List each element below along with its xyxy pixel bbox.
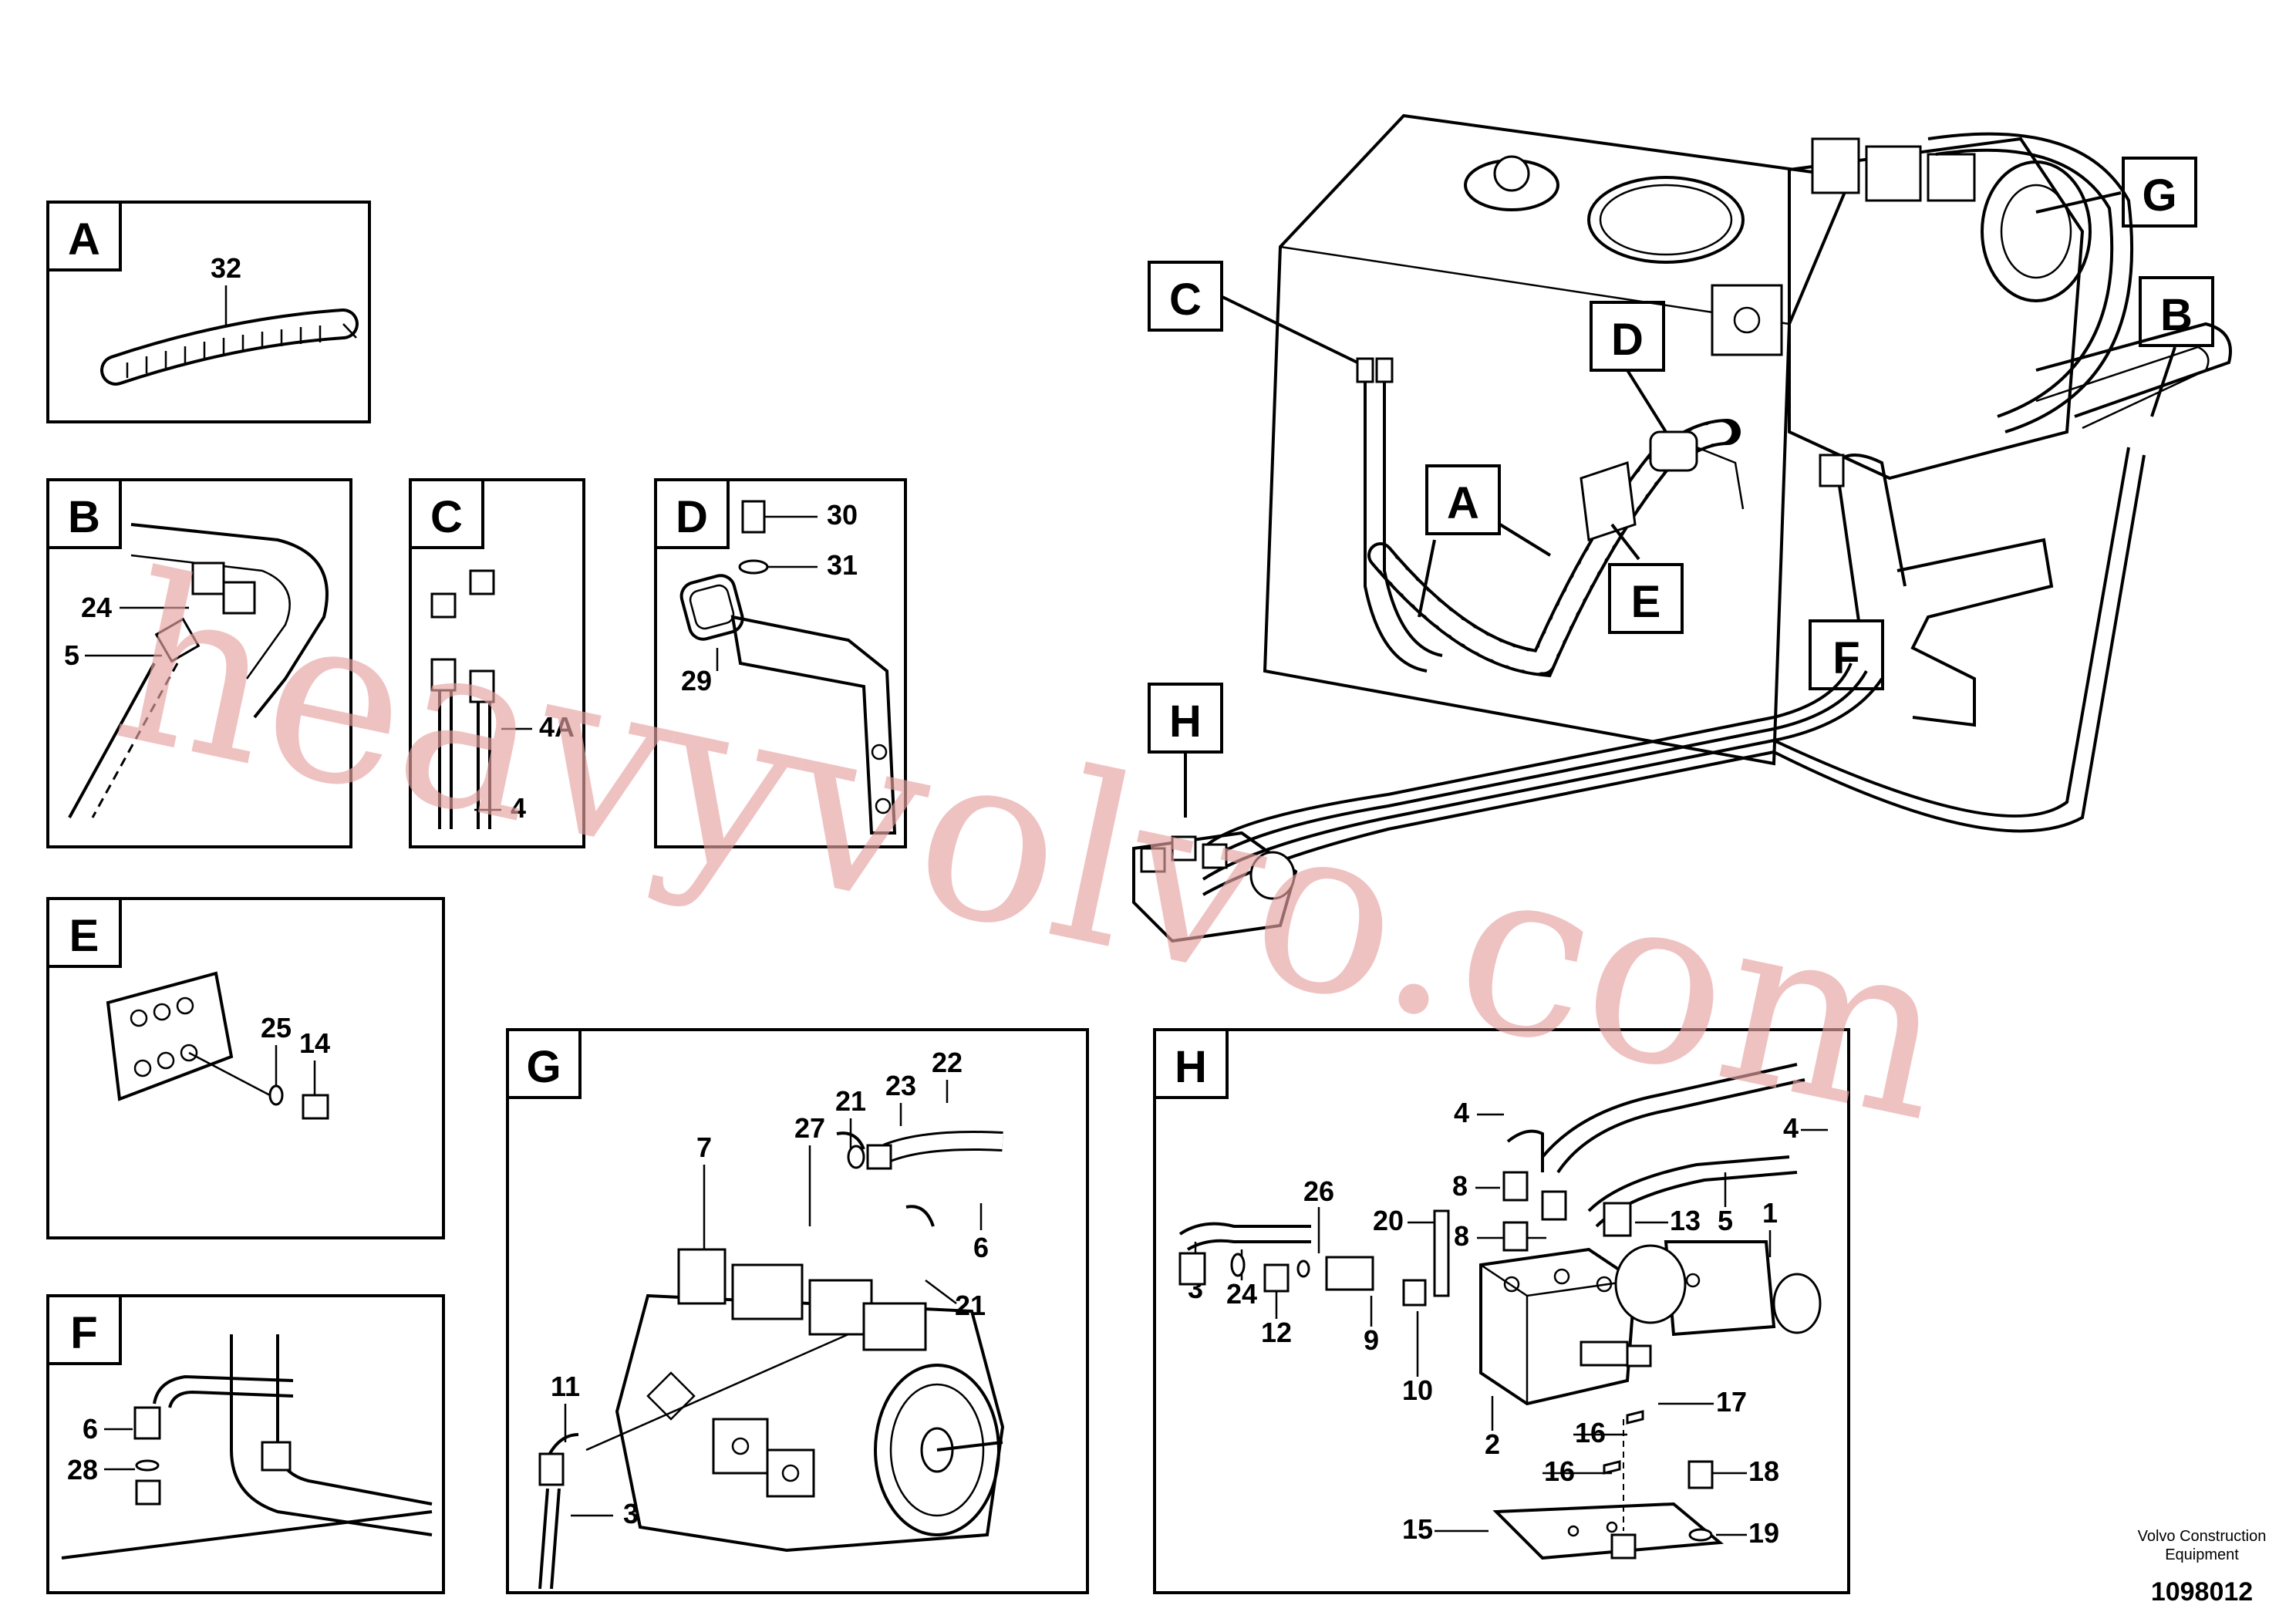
callout-c: C <box>1148 261 1358 364</box>
panel-d: D 30 31 29 <box>654 478 907 848</box>
part-label-5: 5 <box>64 639 79 671</box>
main-assembly <box>1132 113 2232 943</box>
part-label-4a: 4A <box>539 711 575 743</box>
panel-a: A 32 <box>46 201 371 423</box>
part-label-17: 17 <box>1716 1386 1747 1418</box>
part-label-19: 19 <box>1748 1517 1779 1549</box>
part-label-21-top: 21 <box>835 1085 866 1117</box>
callout-f: F <box>1809 485 1884 690</box>
watermark-text: heavyvolvo.com <box>97 524 1970 1173</box>
panel-b-letter: B <box>68 492 100 542</box>
part-label-4-h-right: 4 <box>1783 1112 1799 1144</box>
part-label-24-h: 24 <box>1226 1278 1257 1310</box>
part-label-25: 25 <box>261 1012 292 1044</box>
panel-f: F 6 28 <box>46 1294 445 1594</box>
part-label-11: 11 <box>551 1371 580 1402</box>
part-label-14: 14 <box>299 1027 330 1059</box>
solenoid-h <box>1614 1240 1822 1337</box>
callout-g: G <box>2035 157 2197 228</box>
svg-text:A: A <box>1447 478 1479 528</box>
callouts: C D A E F G B <box>1148 157 2214 818</box>
panel-h-letter: H <box>1175 1042 1207 1092</box>
company-line-2: Equipment <box>2165 1546 2239 1563</box>
part-label-9: 9 <box>1364 1324 1379 1356</box>
part-label-2: 2 <box>1485 1428 1500 1460</box>
part-label-29: 29 <box>681 665 712 696</box>
panel-f-letter: F <box>70 1308 97 1358</box>
panel-e: E 25 14 <box>46 897 445 1239</box>
svg-text:E: E <box>1631 577 1661 627</box>
valve-block-h <box>1479 1247 1652 1406</box>
panel-c-letter: C <box>430 492 463 542</box>
part-label-10: 10 <box>1402 1374 1433 1406</box>
part-label-15: 15 <box>1402 1513 1433 1545</box>
svg-text:C: C <box>1169 275 1202 325</box>
spiral-wrap-hose <box>100 309 359 386</box>
callout-a: A <box>1418 464 1552 618</box>
part-label-5-h: 5 <box>1718 1205 1733 1236</box>
part-label-31: 31 <box>827 549 858 581</box>
svg-text:H: H <box>1169 696 1202 747</box>
callout-e: E <box>1608 523 1684 634</box>
part-label-16-bottom: 16 <box>1544 1455 1575 1487</box>
part-label-6-f: 6 <box>83 1413 98 1445</box>
panel-g-letter: G <box>526 1042 561 1092</box>
footer: Volvo Construction Equipment 1098012 <box>2138 1528 2267 1607</box>
part-label-13: 13 <box>1670 1205 1701 1236</box>
panel-b: B 24 5 <box>46 478 352 848</box>
mounting-plate-h <box>1492 1410 1725 1560</box>
part-label-26: 26 <box>1303 1175 1334 1207</box>
part-label-23: 23 <box>885 1070 916 1101</box>
panel-a-letter: A <box>68 214 100 265</box>
part-label-8-top: 8 <box>1452 1170 1468 1202</box>
callout-d: D <box>1590 301 1667 433</box>
part-label-4: 4 <box>511 792 526 824</box>
part-label-24: 24 <box>81 592 112 623</box>
callout-b: B <box>2139 276 2214 417</box>
panel-h: H 4 4 26 20 8 8 13 5 1 3 24 12 9 10 17 2… <box>1153 1028 1850 1594</box>
svg-text:F: F <box>1832 633 1859 683</box>
part-label-18: 18 <box>1748 1455 1779 1487</box>
company-line-1: Volvo Construction <box>2138 1528 2267 1545</box>
panel-g: G 22 21 23 27 7 6 21 11 3 <box>506 1028 1089 1594</box>
part-label-27: 27 <box>794 1112 825 1144</box>
drawing-number: 1098012 <box>2151 1577 2253 1607</box>
part-label-22: 22 <box>932 1047 963 1078</box>
part-label-21-bottom: 21 <box>955 1290 986 1321</box>
part-label-8-bottom: 8 <box>1454 1220 1469 1252</box>
svg-text:D: D <box>1611 315 1644 365</box>
svg-text:G: G <box>2142 170 2176 221</box>
part-label-28: 28 <box>67 1454 98 1485</box>
hydraulic-pump-g <box>615 1248 1005 1553</box>
panel-e-letter: E <box>69 911 99 961</box>
callout-h: H <box>1148 683 1223 818</box>
part-label-30: 30 <box>827 499 858 531</box>
svg-text:B: B <box>2160 290 2193 340</box>
part-label-20: 20 <box>1373 1205 1404 1236</box>
part-label-4-h-left: 4 <box>1454 1097 1469 1128</box>
part-label-16-top: 16 <box>1575 1417 1606 1448</box>
part-label-1: 1 <box>1762 1197 1778 1229</box>
panel-c: C 4A 4 <box>409 478 585 848</box>
part-label-12: 12 <box>1261 1317 1292 1348</box>
panel-d-letter: D <box>676 492 708 542</box>
part-label-6-g: 6 <box>973 1232 989 1263</box>
part-label-7: 7 <box>696 1131 712 1163</box>
part-label-32: 32 <box>211 252 241 284</box>
